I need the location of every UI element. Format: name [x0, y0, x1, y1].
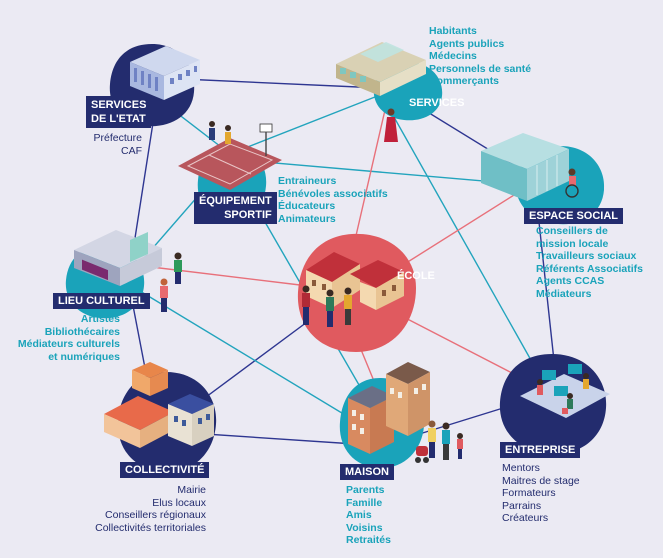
list-item: Préfecture — [93, 132, 142, 144]
list-item: Amis — [346, 509, 372, 521]
list-item: Travailleurs sociaux — [536, 250, 637, 262]
list-item: Animateurs — [278, 212, 336, 225]
shopping-mall-icon — [336, 42, 426, 96]
espace-social-list: Conseillers de mission locale Travailleu… — [536, 225, 643, 300]
list-item: Référents Associatifs — [536, 262, 643, 275]
link-ecole-espace — [394, 184, 531, 271]
list-item: et numériques — [48, 350, 120, 363]
list-item: Conseillers régionaux — [105, 509, 206, 521]
list-item: Agents publics — [429, 37, 505, 50]
basketball-court-icon — [178, 121, 282, 190]
entreprise-label: ENTREPRISE — [500, 442, 581, 458]
list-item: Médecins — [429, 50, 477, 62]
link-ecole-services — [354, 109, 386, 241]
list-item: Collectivités territoriales — [95, 521, 206, 534]
office-icon — [520, 364, 610, 418]
list-item: Habitants — [429, 25, 477, 37]
list-item: Éducateurs — [278, 200, 336, 212]
list-item: Voisins — [346, 521, 383, 534]
ecole-label: ÉCOLE — [397, 270, 435, 282]
services-list: Habitants Agents publics Médecins Person… — [429, 25, 531, 88]
list-item: Parents — [346, 484, 385, 496]
list-item: Formateurs — [502, 487, 556, 499]
cultural-venue-icon — [74, 230, 162, 286]
government-building-icon — [130, 46, 200, 100]
link-ecole-lieu — [134, 264, 301, 286]
students-icon — [302, 285, 352, 327]
person-icon — [160, 278, 168, 312]
maison-list: Parents Famille Amis Voisins Retraités — [346, 484, 391, 547]
social-center-icon — [481, 133, 569, 201]
list-item: Retraités — [346, 534, 391, 546]
list-item: Bibliothécaires — [44, 325, 120, 338]
entreprise-list: Mentors Maitres de stage Formateurs Parr… — [502, 462, 580, 525]
list-item: Conseillers de — [536, 225, 608, 237]
link-services-entreprise — [389, 109, 546, 386]
list-item: Personnels de santé — [429, 62, 532, 75]
list-item: Elus locaux — [152, 496, 206, 509]
list-item: Artistes — [80, 313, 120, 325]
services-label: SERVICES — [409, 97, 465, 109]
maison-label: MAISON — [340, 464, 394, 480]
services-etat-list: Préfecture CAF — [80, 132, 142, 157]
list-item: Entraineurs — [278, 175, 337, 187]
equipement-sportif-list: Entraineurs Bénévoles associatifs Éducat… — [278, 175, 388, 225]
town-hall-icon — [104, 362, 214, 448]
collectivite-label: COLLECTIVITÉ — [120, 462, 210, 478]
list-item: Médiateurs culturels — [17, 338, 120, 350]
collectivite-list: Mairie Elus locaux Conseillers régionaux… — [60, 484, 206, 534]
lieu-culturel-label: LIEU CULTUREL — [53, 293, 150, 309]
person-icon — [174, 252, 182, 284]
link-sport-services — [239, 94, 381, 151]
family-icon — [415, 420, 463, 463]
services-etat-label: SERVICES DE L'ETAT — [86, 96, 152, 128]
school-icon — [306, 252, 404, 310]
espace-social-label: ESPACE SOCIAL — [524, 208, 624, 224]
list-item: CAF — [121, 144, 142, 157]
list-item: mission locale — [536, 237, 609, 250]
list-item: Agents CCAS — [536, 275, 605, 287]
person-icon — [384, 108, 398, 142]
houses-icon — [348, 362, 430, 454]
list-item: Créateurs — [502, 512, 549, 524]
list-item: Mairie — [177, 484, 206, 496]
list-item: Mentors — [502, 462, 540, 474]
list-item: Maitres de stage — [502, 474, 580, 487]
list-item: Bénévoles associatifs — [278, 187, 388, 200]
list-item: Médiateurs — [536, 287, 592, 300]
list-item: Parrains — [502, 499, 542, 512]
list-item: Famille — [346, 496, 383, 509]
wheelchair-person-icon — [565, 168, 579, 198]
equipement-sportif-label: ÉQUIPEMENT SPORTIF — [194, 192, 277, 224]
link-lieu-maison — [129, 284, 371, 431]
list-item: Commerçants — [429, 75, 500, 87]
lieu-culturel-list: Artistes Bibliothécaires Médiateurs cult… — [4, 313, 120, 363]
